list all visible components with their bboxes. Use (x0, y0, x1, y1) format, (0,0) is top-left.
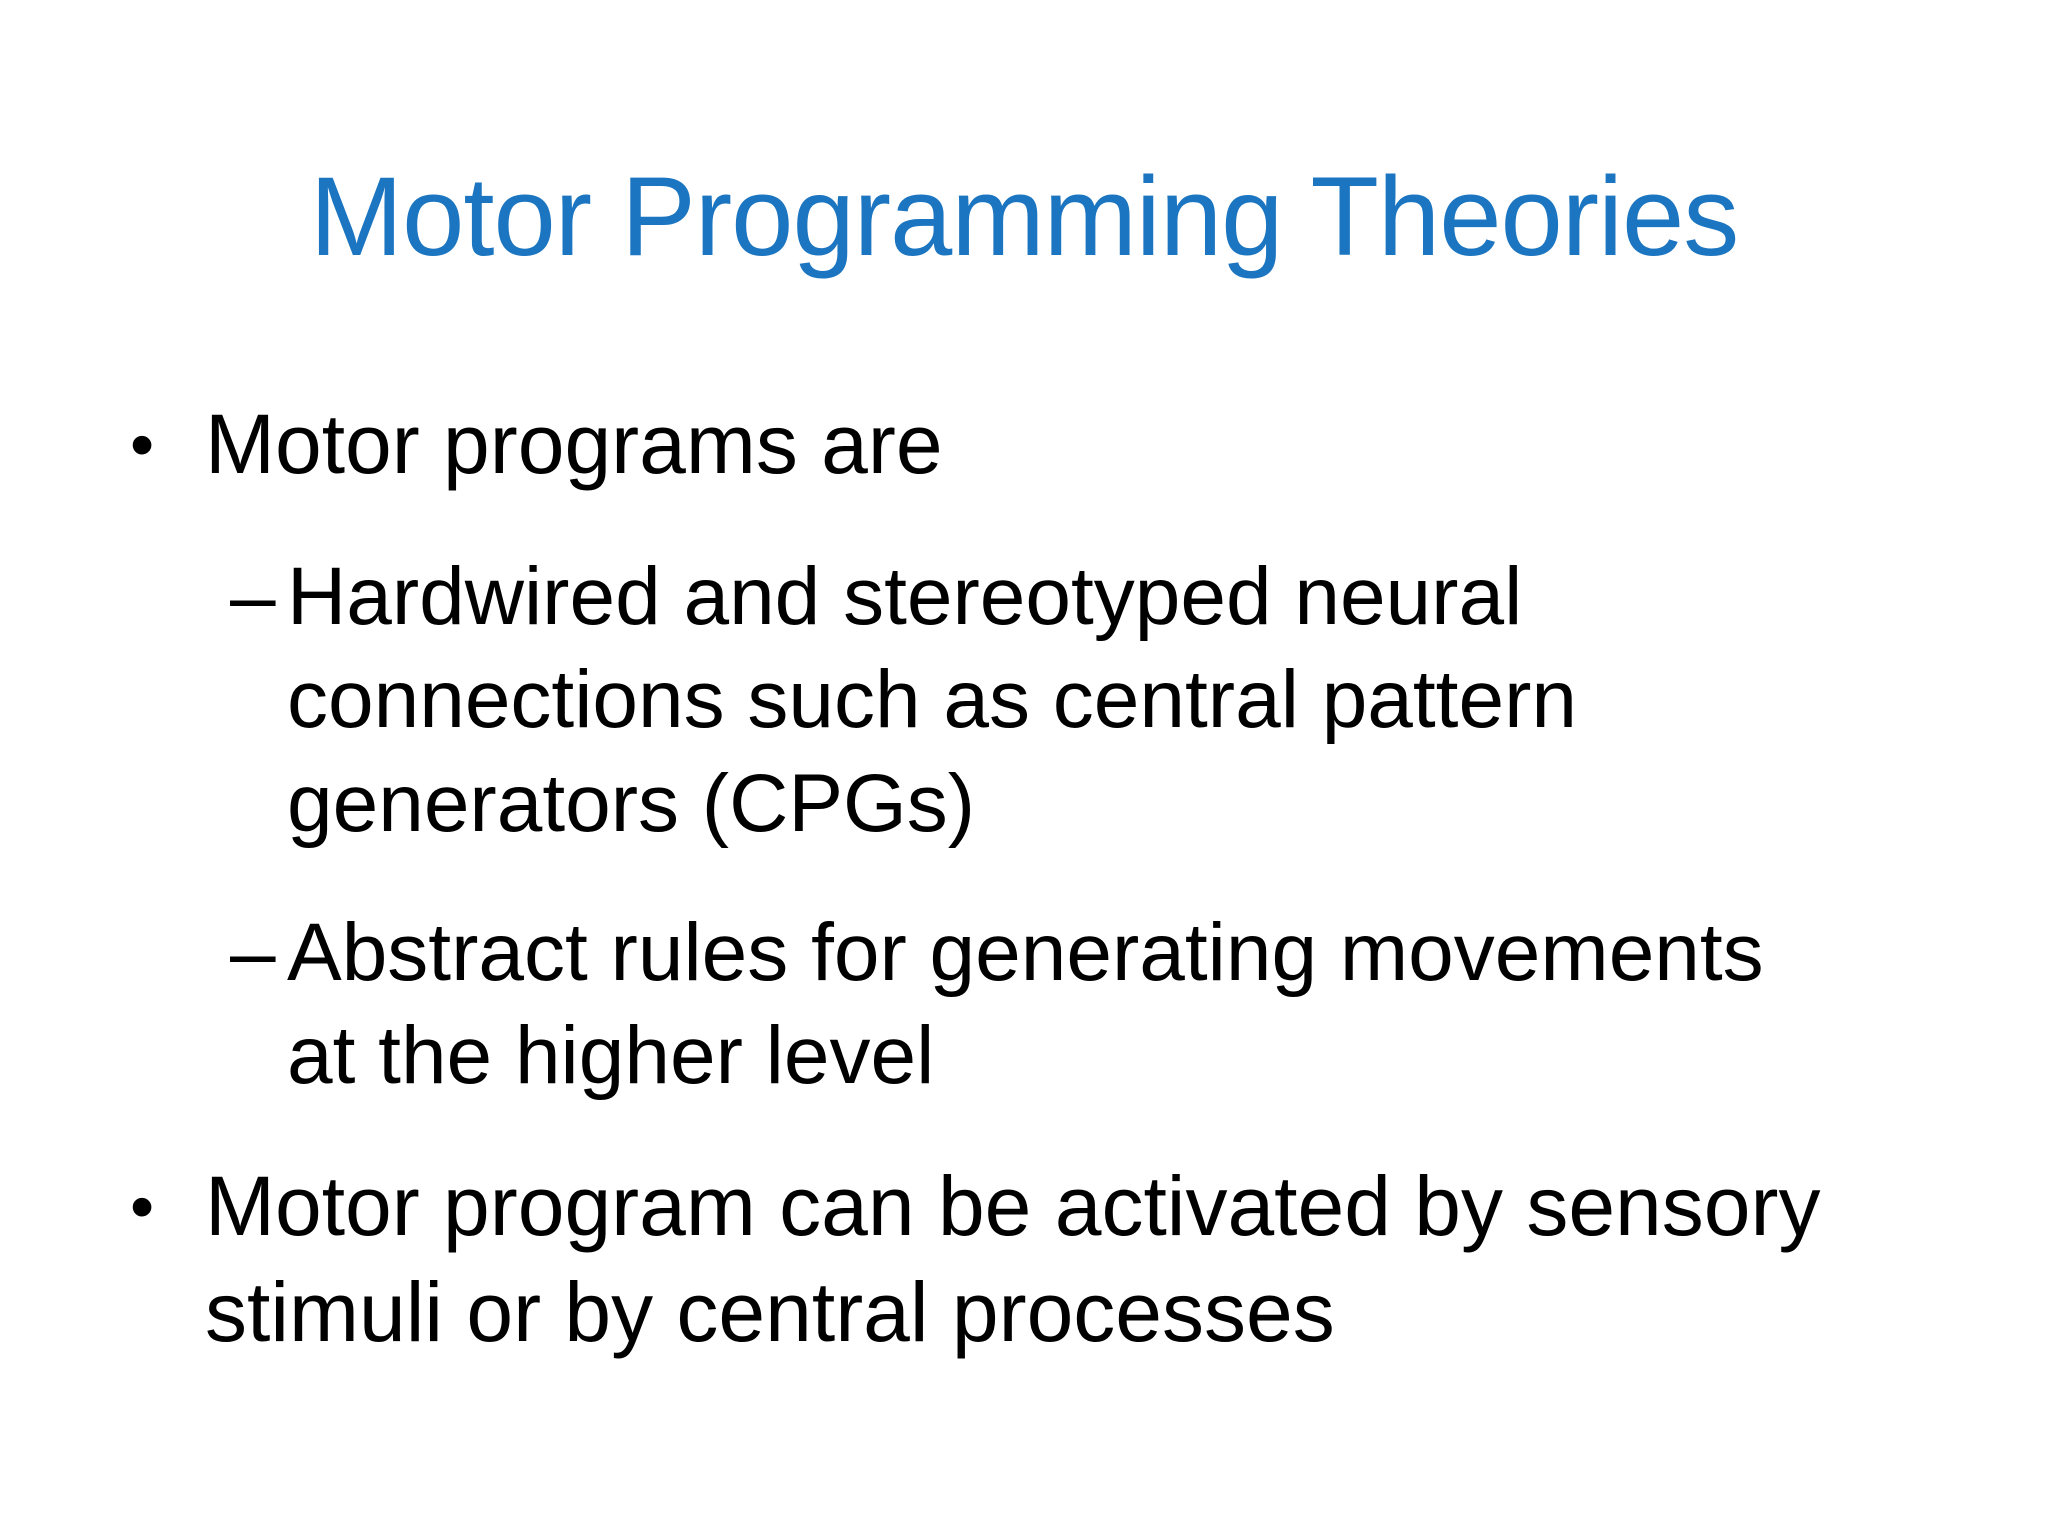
bullet-text: Hardwired and stereotyped neural connect… (287, 551, 1577, 849)
bullet-dot-icon: • (130, 1167, 155, 1245)
bullet-list: • Motor programs are – Hardwired and ste… (130, 392, 1922, 1365)
bullet-text: Motor program can be activated by sensor… (205, 1158, 1821, 1359)
bullet-text: Abstract rules for generating movements … (287, 907, 1764, 1102)
bullet-item-abstract-rules: – Abstract rules for generating movement… (230, 901, 1922, 1108)
bullet-item-activation: • Motor program can be activated by sens… (130, 1154, 1922, 1366)
bullet-dot-icon: • (130, 406, 155, 484)
bullet-item-motor-programs: • Motor programs are (130, 392, 1922, 499)
bullet-item-hardwired: – Hardwired and stereotyped neural conne… (230, 545, 1922, 855)
bullet-text: Motor programs are (205, 397, 943, 492)
slide-title: Motor Programming Theories (309, 154, 1739, 279)
dash-icon: – (230, 551, 276, 643)
dash-icon: – (230, 907, 276, 999)
